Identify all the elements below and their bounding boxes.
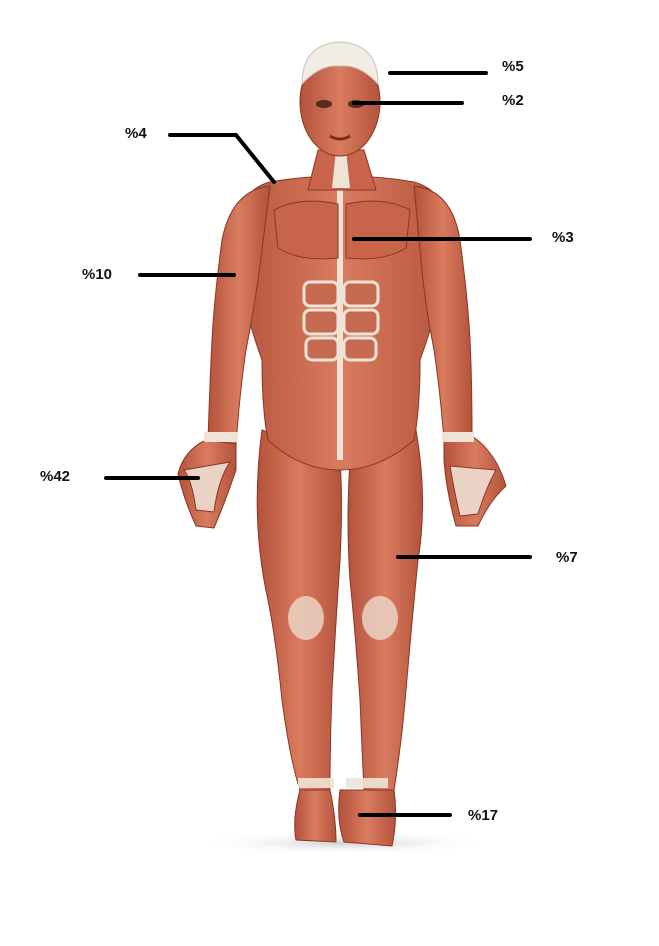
label-thigh: %7 bbox=[556, 549, 578, 566]
label-neck-shoulder: %4 bbox=[125, 125, 147, 142]
label-foot: %17 bbox=[468, 807, 498, 824]
leader-line-foot bbox=[358, 813, 452, 817]
label-upper-arm: %10 bbox=[82, 266, 112, 283]
leader-line-hand bbox=[104, 476, 200, 480]
label-head-top: %5 bbox=[502, 58, 524, 75]
label-hand: %42 bbox=[40, 468, 70, 485]
leader-line-chest bbox=[352, 237, 532, 241]
leader-line-thigh bbox=[396, 555, 532, 559]
leader-line-upper-arm bbox=[138, 273, 236, 277]
label-face: %2 bbox=[502, 92, 524, 109]
label-chest: %3 bbox=[552, 229, 574, 246]
